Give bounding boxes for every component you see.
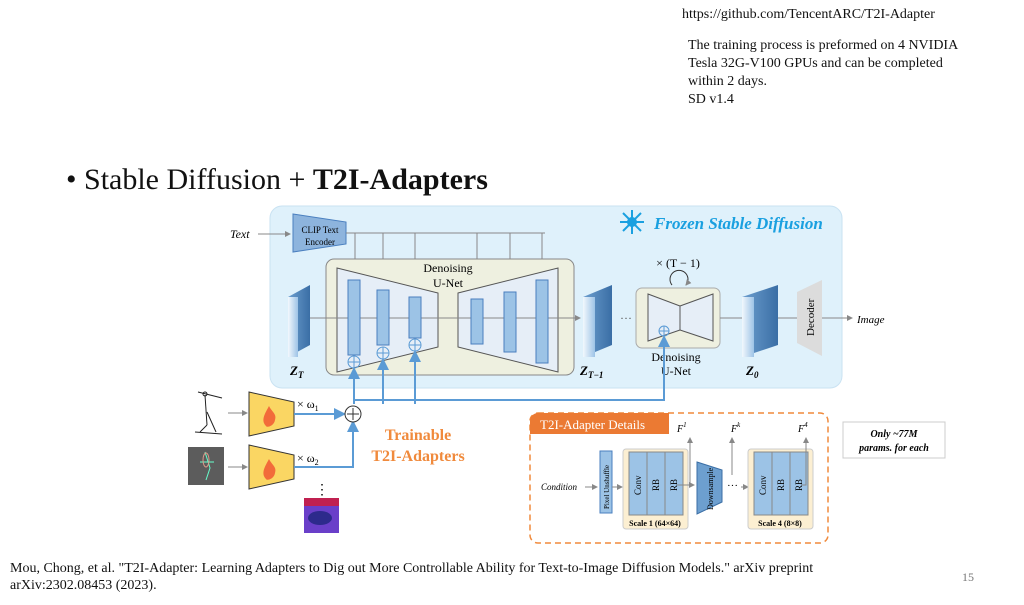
fck-label: Fk — [730, 421, 741, 435]
note-line: SD v1.4 — [688, 92, 734, 107]
downsample-label: Downsample — [706, 467, 715, 510]
unet2-label-1: Denoising — [651, 350, 700, 364]
unet2-label-2: U-Net — [661, 364, 692, 378]
conv-label: Conv — [758, 475, 768, 495]
sketch-condition-image — [194, 391, 223, 435]
page-number: 15 — [962, 570, 974, 584]
github-url[interactable]: https://github.com/TencentARC/T2I-Adapte… — [682, 7, 935, 22]
params-note-box — [842, 421, 946, 459]
flame-icon — [263, 406, 276, 427]
note-line: within 2 days. — [688, 74, 767, 89]
weight-2-label: × ω2 — [297, 451, 319, 467]
unet-label-2: U-Net — [433, 276, 464, 290]
image-output-label: Image — [856, 314, 885, 326]
rb-label: RB — [776, 479, 786, 491]
frozen-title: Frozen Stable Diffusion — [653, 214, 823, 233]
flame-icon — [263, 459, 276, 480]
details-ellipsis: ··· — [727, 480, 738, 492]
bullet-bold: T2I-Adapters — [312, 163, 488, 196]
citation: Mou, Chong, et al. "T2I-Adapter: Learnin… — [10, 560, 940, 594]
more-conditions-dots: ⋮ — [315, 483, 329, 498]
note-line: The training process is preformed on 4 N… — [688, 38, 959, 53]
fc1-label: F1 — [676, 421, 687, 435]
trainable-label-2: T2I-Adapters — [371, 448, 464, 465]
latent-z0 — [742, 285, 778, 357]
zt1-label: ZT−1 — [579, 363, 603, 380]
citation-line: Mou, Chong, et al. "T2I-Adapter: Learnin… — [10, 561, 814, 576]
z0-label: Z0 — [745, 363, 759, 380]
snowflake-icon — [620, 210, 644, 234]
text-input-label: Text — [230, 227, 250, 241]
scale-4-label: Scale 4 (8×8) — [758, 519, 802, 528]
pixel-unshuffle-label: Pixel Unshuffle — [603, 465, 611, 509]
latent-zt — [288, 285, 310, 357]
clip-label-2: Encoder — [305, 237, 335, 247]
details-title: T2I-Adapter Details — [540, 417, 645, 432]
conv-label: Conv — [633, 475, 643, 495]
rb-label: RB — [669, 479, 679, 491]
bullet-text: Stable Diffusion + — [84, 163, 313, 196]
trainable-label-1: Trainable — [385, 427, 451, 444]
adapter-feature-lines — [348, 335, 670, 404]
downsample-block — [696, 461, 723, 515]
pixel-unshuffle-block — [599, 450, 613, 514]
adapter-details-panel — [529, 412, 829, 544]
weight-1-label: × ω1 — [297, 397, 319, 413]
rb-label: RB — [651, 479, 661, 491]
loop-icon — [669, 269, 692, 286]
fc4-label: F4 — [797, 421, 808, 435]
plus-icon — [658, 325, 670, 337]
unet-blocks — [347, 279, 549, 364]
unet-label-1: Denoising — [423, 261, 472, 275]
sum-icon — [344, 405, 362, 423]
citation-line: arXiv:2302.08453 (2023). — [10, 578, 157, 593]
clip-encoder — [292, 213, 347, 253]
note-line: Tesla 32G-V100 GPUs and can be completed — [688, 56, 943, 71]
params-line-2: params. for each — [858, 443, 929, 454]
scale-1-label: Scale 1 (64×64) — [629, 519, 681, 528]
decoder-label: Decoder — [805, 298, 817, 336]
training-note: The training process is preformed on 4 N… — [688, 37, 1008, 109]
details-title-bg — [530, 413, 669, 434]
condition-label: Condition — [541, 482, 578, 492]
slide-bullet: • Stable Diffusion + T2I-Adapters — [66, 163, 488, 196]
rb-label: RB — [794, 479, 804, 491]
clip-label-1: CLIP Text — [301, 225, 339, 235]
latent-zt-1 — [583, 285, 612, 357]
repeat-label: × (T − 1) — [656, 256, 700, 270]
ellipsis: ··· — [620, 311, 632, 325]
params-line-1: Only ~77M — [870, 429, 918, 440]
decoder-block — [797, 280, 822, 356]
zt-label: ZT — [289, 363, 304, 380]
